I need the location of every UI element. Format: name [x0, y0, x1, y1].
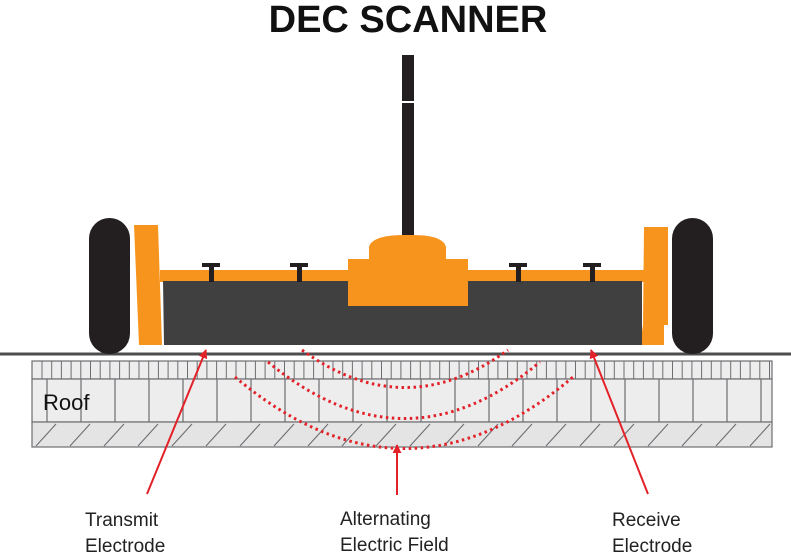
transmit-electrode-label: Transmit Electrode	[85, 510, 165, 557]
svg-text:Electrode: Electrode	[612, 536, 692, 557]
roof-line	[477, 423, 499, 447]
roof: Roof	[31, 360, 773, 448]
left-end-plate	[134, 225, 162, 345]
center-housing	[348, 235, 468, 306]
roof-line	[681, 423, 703, 447]
roof-line	[307, 423, 329, 447]
receive-arrow	[589, 349, 649, 495]
roof-line	[171, 423, 193, 447]
handle-pole	[402, 55, 414, 235]
roof-line	[69, 423, 91, 447]
svg-text:Electric Field: Electric Field	[340, 535, 449, 556]
arrows	[146, 349, 649, 495]
field-arc	[234, 375, 574, 450]
bolt	[509, 263, 527, 282]
svg-text:Electrode: Electrode	[85, 536, 165, 557]
roof-label: Roof	[43, 390, 90, 415]
roof-line	[103, 423, 125, 447]
right-wheel	[672, 218, 713, 354]
alternating-field-label: Alternating Electric Field	[340, 509, 449, 556]
scanner-body	[134, 225, 668, 345]
right-end-plate	[640, 227, 668, 345]
bolt	[583, 263, 601, 282]
field-arc	[301, 348, 509, 389]
roof-line	[443, 423, 465, 447]
roof-line	[273, 423, 295, 447]
roof-line	[341, 423, 363, 447]
roof-line	[749, 423, 771, 447]
roof-line	[409, 423, 431, 447]
roof-line	[715, 423, 737, 447]
roof-line	[137, 423, 159, 447]
roof-line	[511, 423, 533, 447]
roof-line	[545, 423, 567, 447]
roof-line	[35, 423, 57, 447]
bolt	[290, 263, 308, 282]
roof-line	[579, 423, 601, 447]
roof-line	[375, 423, 397, 447]
diagram-title: DEC SCANNER	[269, 0, 548, 41]
receive-electrode-label: Receive Electrode	[612, 510, 692, 557]
bolt	[202, 263, 220, 282]
svg-text:Alternating: Alternating	[340, 509, 431, 530]
field-arc	[267, 360, 541, 420]
transmit-arrow	[146, 349, 208, 495]
left-wheel	[89, 218, 130, 354]
svg-text:Receive: Receive	[612, 510, 681, 531]
roof-line	[239, 423, 261, 447]
electric-field-arcs	[234, 348, 574, 450]
svg-text:Transmit: Transmit	[85, 510, 159, 531]
roof-line	[205, 423, 227, 447]
roof-line	[647, 423, 669, 447]
